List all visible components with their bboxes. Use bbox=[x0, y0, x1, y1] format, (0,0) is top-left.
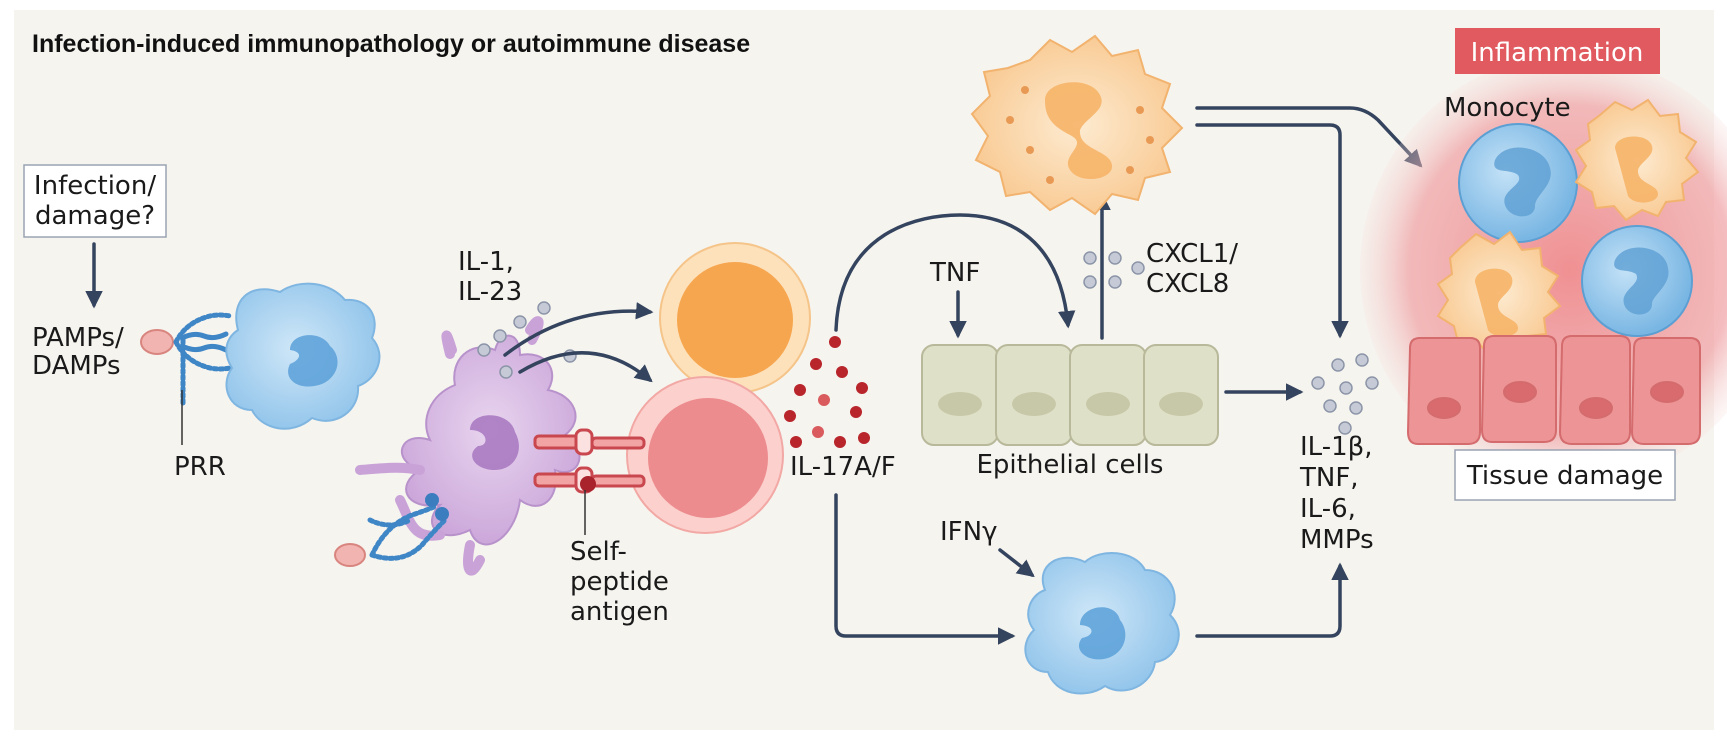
self-peptide-label-line2: peptide bbox=[570, 567, 669, 597]
arrow-il17-to-macrophage bbox=[834, 493, 1016, 645]
macrophage-cell-icon bbox=[225, 282, 381, 430]
prr-label: PRR bbox=[174, 452, 226, 482]
diagram-title: Infection-induced immunopathology or aut… bbox=[32, 30, 750, 58]
tnf-label: TNF bbox=[929, 258, 980, 288]
prr-receptor-icon bbox=[173, 312, 233, 408]
inflammation-badge bbox=[1455, 28, 1660, 74]
self-peptide-label-line1: Self- bbox=[570, 537, 627, 567]
il1-il23-cytokines-icon bbox=[477, 301, 577, 379]
monocyte-cell-icon bbox=[1458, 123, 1578, 243]
il17-label: IL-17A/F bbox=[790, 452, 896, 482]
inflammatory-mediators-icon bbox=[1311, 353, 1379, 435]
ifng-label: IFNγ bbox=[940, 517, 997, 547]
pamps-label-line2: DAMPs bbox=[32, 351, 121, 381]
arrow-ifng-to-macrophage bbox=[998, 548, 1035, 578]
il1-label-line1: IL-1, bbox=[458, 247, 514, 277]
infection-label-line1: Infection/ bbox=[34, 171, 156, 201]
arrow-neutrophil-to-mediators bbox=[1195, 123, 1349, 339]
neutrophil-cell-icon bbox=[970, 34, 1184, 216]
pamp-molecule-icon bbox=[140, 329, 174, 355]
infection-box: Infection/ damage? bbox=[23, 164, 167, 238]
self-peptide-label-line3: antigen bbox=[570, 597, 669, 627]
arrow-macrophage-to-mediators bbox=[1195, 562, 1349, 638]
arrow-dc-to-th-orange bbox=[503, 302, 654, 357]
tcr-mhc-complex-icon bbox=[533, 428, 646, 494]
il17-cytokines-icon bbox=[784, 336, 870, 448]
pamps-label-line1: PAMPs/ bbox=[32, 323, 124, 353]
mediators-label-line2: TNF, bbox=[1299, 463, 1359, 493]
th17-cell-pink-icon bbox=[626, 376, 784, 534]
mediators-label-line4: MMPs bbox=[1300, 525, 1374, 555]
tissue-damage-label: Tissue damage bbox=[1466, 461, 1663, 491]
self-peptide-icon bbox=[580, 476, 596, 492]
tissue-damage-box: Tissue damage bbox=[1454, 449, 1676, 501]
cxcl-label-line2: CXCL8 bbox=[1146, 269, 1229, 299]
epithelial-cells-icon bbox=[921, 344, 1219, 446]
arrow-neutrophil-to-inflammation bbox=[1195, 106, 1423, 168]
th-cell-orange-icon bbox=[659, 242, 811, 394]
infection-label-line2: damage? bbox=[35, 201, 155, 231]
monocyte-label: Monocyte bbox=[1444, 93, 1571, 123]
neutrophil-small-icon bbox=[1574, 98, 1700, 222]
mediators-label-line3: IL-6, bbox=[1300, 494, 1356, 524]
cxcl-chemokines-icon bbox=[1083, 251, 1145, 289]
il1-label-line2: IL-23 bbox=[458, 277, 522, 307]
pamp-molecule-lower-icon bbox=[334, 543, 366, 567]
epithelial-cells-label: Epithelial cells bbox=[977, 450, 1164, 480]
prr-receptor-lower-icon bbox=[367, 504, 447, 561]
macrophage-lower-cell-icon bbox=[1024, 551, 1180, 695]
tissue-cells-icon bbox=[1406, 335, 1701, 445]
cxcl-label-line1: CXCL1/ bbox=[1146, 239, 1238, 269]
arrow-dc-to-th-pink bbox=[518, 351, 653, 383]
arrow-il17-to-epithelium bbox=[834, 213, 1076, 332]
inflammation-badge-label: Inflammation bbox=[1471, 38, 1644, 68]
dendritic-cell-icon bbox=[355, 316, 581, 576]
mediators-label-line1: IL-1β, bbox=[1300, 432, 1372, 462]
monocyte-cell-icon-2 bbox=[1581, 225, 1693, 337]
